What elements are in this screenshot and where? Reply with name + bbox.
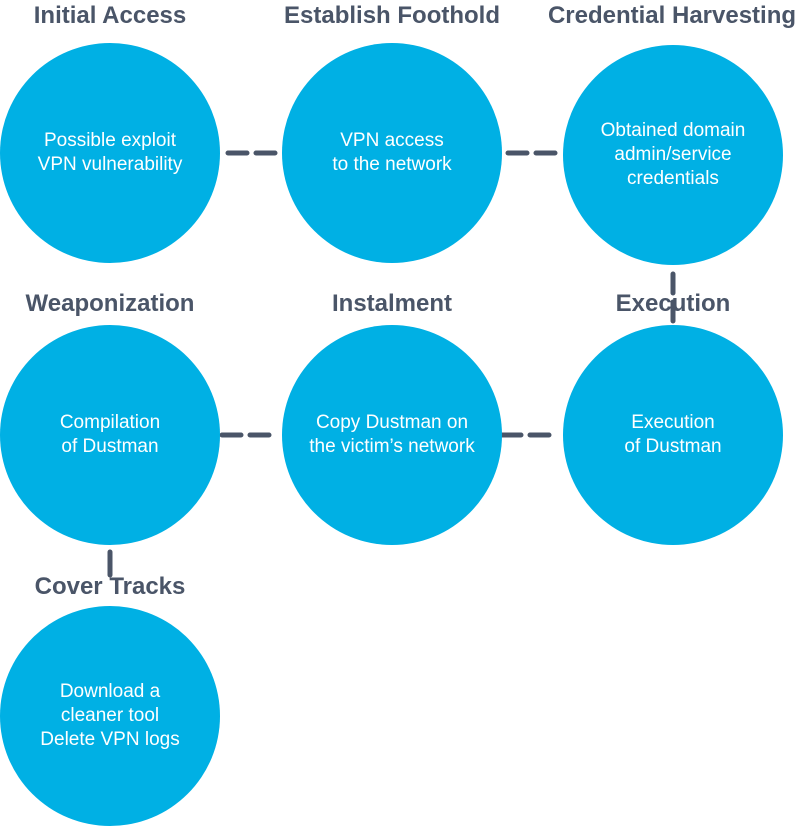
stage-text-establish-foothold: VPN access to the network <box>332 130 452 175</box>
stage-title-cover-tracks: Cover Tracks <box>34 573 186 600</box>
stage-cover-tracks: Download a cleaner tool Delete VPN logs <box>0 606 220 826</box>
stage-title-establish-foothold: Establish Foothold <box>284 2 500 29</box>
stage-weaponization: Compilation of Dustman <box>0 325 220 545</box>
stage-text-cover-tracks: Download a cleaner tool Delete VPN logs <box>40 681 180 750</box>
stage-text-weaponization: Compilation of Dustman <box>59 412 161 457</box>
stage-instalment: Copy Dustman on the victim’s network <box>282 325 502 545</box>
stage-text-credential-harvesting: Obtained domain admin/service credential… <box>600 120 746 189</box>
stage-title-weaponization: Weaponization <box>25 290 195 317</box>
stage-title-credential-harvesting: Credential Harvesting <box>547 2 797 29</box>
stage-credential-harvesting: Obtained domain admin/service credential… <box>563 45 783 265</box>
stage-title-instalment: Instalment <box>331 290 453 317</box>
stage-establish-foothold: VPN access to the network <box>282 43 502 263</box>
stage-execution: Execution of Dustman <box>563 325 783 545</box>
stage-title-execution: Execution <box>615 290 731 317</box>
stage-initial-access: Possible exploit VPN vulnerability <box>0 43 220 263</box>
stage-text-initial-access: Possible exploit VPN vulnerability <box>37 130 183 175</box>
stage-text-execution: Execution of Dustman <box>624 412 722 457</box>
stage-text-instalment: Copy Dustman on the victim’s network <box>309 412 475 457</box>
stage-title-initial-access: Initial Access <box>33 2 187 29</box>
